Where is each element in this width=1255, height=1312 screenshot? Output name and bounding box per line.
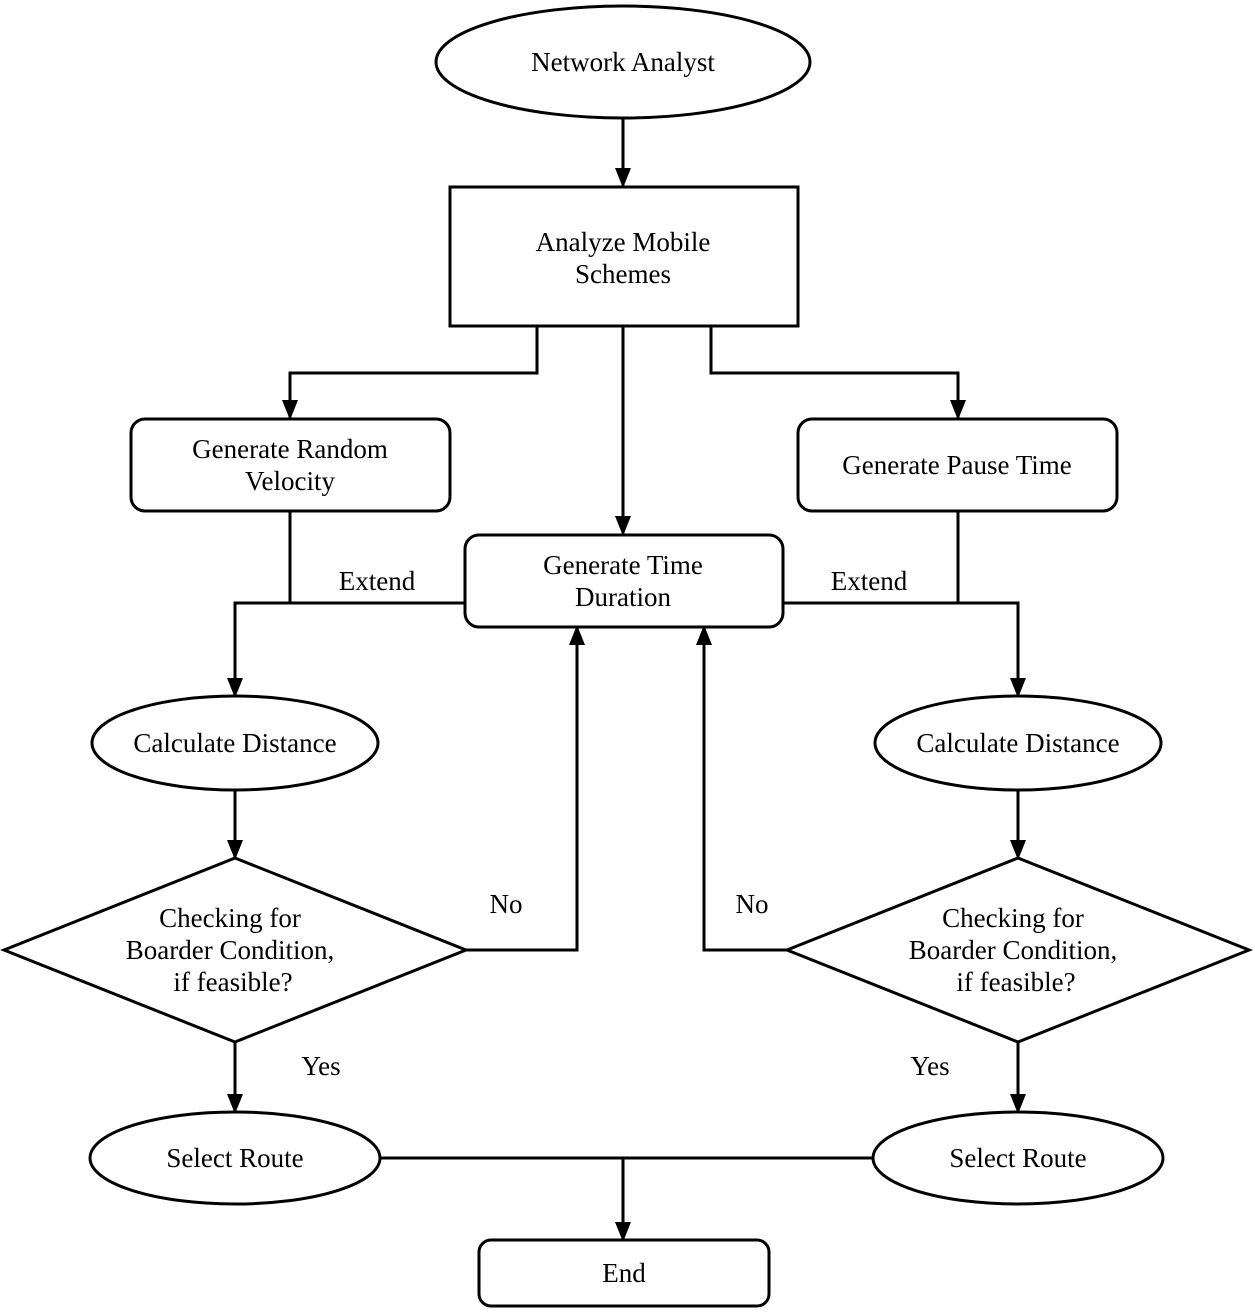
node-check-right-label-1: Checking for bbox=[942, 903, 1084, 933]
node-generate-pause-time: Generate Pause Time bbox=[796, 417, 1119, 513]
node-check-left-label-1: Checking for bbox=[159, 903, 301, 933]
node-generate-time-duration: Generate Time Duration bbox=[463, 533, 785, 629]
node-analyze-mobile-label-2: Schemes bbox=[575, 259, 671, 289]
edge-time-duration-to-calc-right bbox=[783, 601, 1026, 698]
node-analyze-mobile-schemes: Analyze Mobile Schemes bbox=[448, 185, 800, 328]
node-calculate-distance-left: Calculate Distance bbox=[90, 694, 380, 792]
node-end-label: End bbox=[602, 1258, 646, 1288]
edge-label-yes-right: Yes bbox=[910, 1051, 949, 1081]
node-check-border-left: Checking for Boarder Condition, if feasi… bbox=[0, 856, 471, 1044]
edge-analyze-to-random-velocity bbox=[282, 326, 539, 420]
node-calc-left-label: Calculate Distance bbox=[133, 728, 336, 758]
node-check-left-label-2: Boarder Condition, bbox=[126, 935, 334, 965]
edge-analyze-to-pause-time bbox=[709, 326, 966, 420]
node-generate-random-velocity: Generate Random Velocity bbox=[129, 417, 452, 513]
edge-label-extend-right: Extend bbox=[831, 566, 908, 596]
node-random-velocity-label-1: Generate Random bbox=[192, 434, 388, 464]
node-check-border-right: Checking for Boarder Condition, if feasi… bbox=[782, 856, 1254, 1044]
node-time-duration-label-1: Generate Time bbox=[543, 550, 703, 580]
node-calculate-distance-right: Calculate Distance bbox=[873, 694, 1163, 792]
node-pause-time-label: Generate Pause Time bbox=[842, 450, 1071, 480]
node-select-left-label: Select Route bbox=[166, 1143, 303, 1173]
node-network-analyst-label: Network Analyst bbox=[531, 47, 715, 77]
edges bbox=[227, 118, 1026, 1242]
node-select-route-left: Select Route bbox=[88, 1110, 382, 1206]
edge-labels: Extend Extend No No Yes Yes bbox=[301, 566, 949, 1081]
node-check-right-label-2: Boarder Condition, bbox=[909, 935, 1117, 965]
edge-label-no-right: No bbox=[736, 889, 769, 919]
node-select-route-right: Select Route bbox=[871, 1110, 1165, 1206]
node-network-analyst: Network Analyst bbox=[434, 4, 812, 120]
edge-check-left-no-to-time-duration bbox=[466, 625, 585, 952]
node-end: End bbox=[477, 1238, 771, 1308]
edge-label-no-left: No bbox=[490, 889, 523, 919]
edge-time-duration-to-calc-left bbox=[227, 601, 465, 698]
node-time-duration-label-2: Duration bbox=[575, 582, 671, 612]
node-random-velocity-label-2: Velocity bbox=[245, 466, 335, 496]
node-check-right-label-3: if feasible? bbox=[956, 967, 1075, 997]
edge-label-extend-left: Extend bbox=[339, 566, 416, 596]
node-calc-right-label: Calculate Distance bbox=[916, 728, 1119, 758]
node-select-right-label: Select Route bbox=[949, 1143, 1086, 1173]
node-analyze-mobile-label-1: Analyze Mobile bbox=[536, 227, 711, 257]
edge-label-yes-left: Yes bbox=[301, 1051, 340, 1081]
node-check-left-label-3: if feasible? bbox=[173, 967, 292, 997]
edge-check-right-no-to-time-duration bbox=[696, 625, 787, 952]
